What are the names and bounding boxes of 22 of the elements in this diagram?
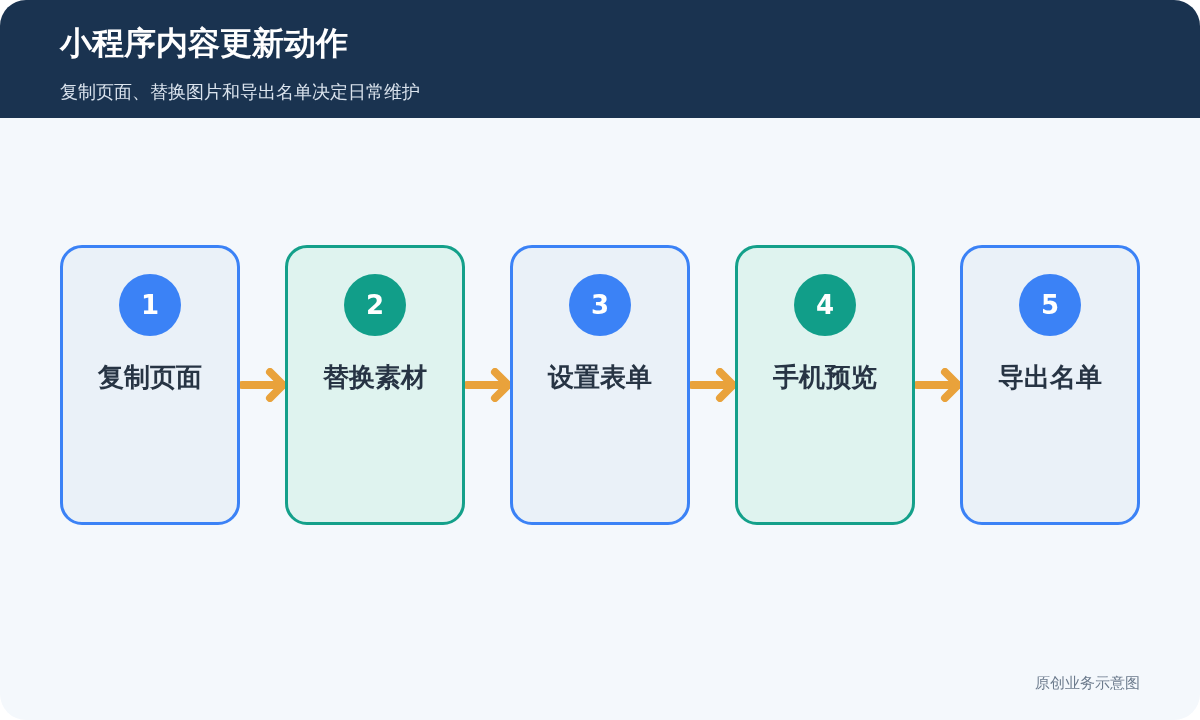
step-card [60, 245, 240, 525]
arrow [688, 368, 737, 402]
step-label: 复制页面 [97, 361, 203, 394]
step-number-badge: 3 [569, 274, 631, 336]
title: 小程序内容更新动作 [60, 23, 348, 64]
subtitle: 复制页面、替换图片和导出名单决定日常维护 [60, 80, 420, 104]
arrow [913, 368, 962, 402]
step-card [960, 245, 1140, 525]
step-label: 手机预览 [772, 361, 878, 394]
step-card [285, 245, 465, 525]
arrow [238, 368, 287, 402]
step-number-badge: 5 [1019, 274, 1081, 336]
step-label: 导出名单 [997, 361, 1103, 394]
step-label: 替换素材 [322, 361, 428, 394]
step-number-badge: 2 [344, 274, 406, 336]
caption: 原创业务示意图 [1035, 674, 1140, 693]
step-card [510, 245, 690, 525]
step-label: 设置表单 [546, 361, 653, 394]
arrow [463, 368, 512, 402]
step-number-badge: 4 [794, 274, 856, 336]
step-number-badge: 1 [119, 274, 181, 336]
step-card [735, 245, 915, 525]
